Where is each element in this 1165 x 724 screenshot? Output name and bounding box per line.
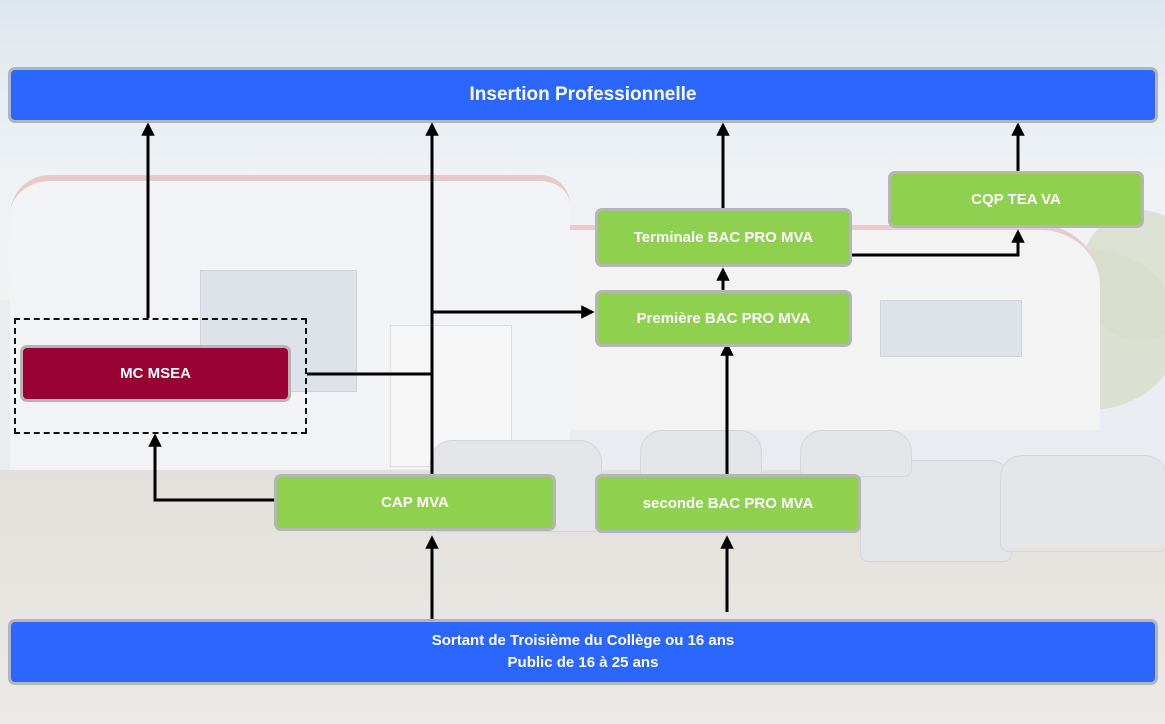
node-terminale-bac-pro-mva: Terminale BAC PRO MVA: [595, 208, 852, 267]
node-seconde-bac-pro-mva: seconde BAC PRO MVA: [595, 474, 861, 533]
node-entry-public: Sortant de Troisième du Collège ou 16 an…: [8, 619, 1158, 685]
arrow-terminale-to-cqp: [852, 229, 1025, 257]
car: [860, 460, 1012, 562]
arrow-cap-to-mc: [148, 433, 275, 502]
node-cqp-tea-va: CQP TEA VA: [888, 171, 1144, 228]
node-label-line2: Public de 16 à 25 ans: [507, 654, 659, 671]
node-label: CQP TEA VA: [971, 190, 1061, 208]
car: [1000, 455, 1165, 552]
node-label: Terminale BAC PRO MVA: [633, 228, 814, 246]
node-mc-msea: MC MSEA: [20, 345, 291, 402]
mc-msea-dashed-group: [14, 318, 307, 434]
arrow-to-premiere: [430, 305, 595, 374]
node-label: Insertion Professionnelle: [469, 84, 697, 105]
window: [880, 300, 1022, 357]
node-premiere-bac-pro-mva: Première BAC PRO MVA: [595, 290, 852, 347]
car: [800, 430, 912, 477]
node-cap-mva: CAP MVA: [274, 474, 556, 531]
node-label: Première BAC PRO MVA: [636, 309, 811, 327]
node-label: seconde BAC PRO MVA: [642, 494, 814, 512]
node-label: MC MSEA: [120, 364, 191, 382]
node-insertion-professionnelle: Insertion Professionnelle: [8, 67, 1158, 123]
node-label: CAP MVA: [381, 493, 449, 511]
node-label-line1: Sortant de Troisième du Collège ou 16 an…: [431, 632, 735, 649]
car: [640, 430, 762, 482]
